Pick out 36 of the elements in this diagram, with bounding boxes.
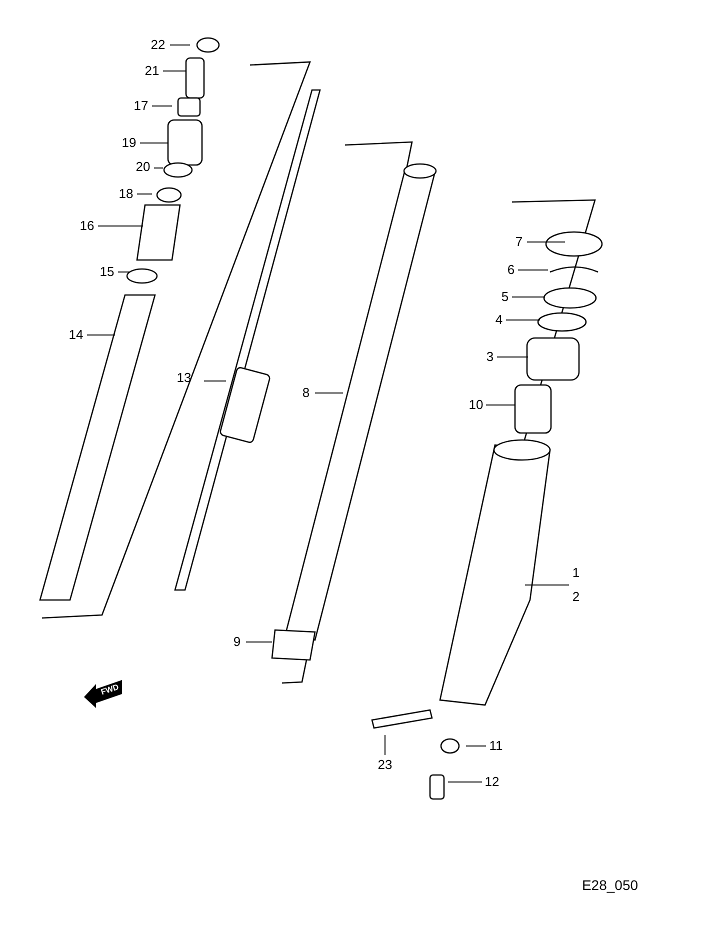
leader-line [204,380,226,382]
callout-number: 13 [176,371,192,385]
callout-number: 11 [489,739,503,753]
callout-number: 7 [515,235,523,249]
drawing-code: E28_050 [582,878,638,892]
callout-number: 20 [136,160,150,174]
leader-line [384,734,386,756]
callout-number: 5 [501,290,509,304]
callout-number: 21 [144,64,160,78]
callout-number: 10 [468,398,484,412]
leader-line [512,296,546,298]
callout-number: 14 [68,328,84,342]
callout-number: 4 [495,313,503,327]
leader-line [162,70,186,72]
callout-number: 17 [134,99,148,113]
leader-line [170,44,190,46]
callout-number: 18 [118,187,134,201]
callout-number: 9 [233,635,241,649]
leader-line [524,584,570,586]
callout-number: 23 [378,758,392,772]
callout-number: 12 [484,775,500,789]
leader-line [496,356,528,358]
callout-number: 2 [572,590,580,604]
leader-line [140,142,168,144]
callout-number: 8 [302,386,310,400]
direction-text: FWD [99,681,121,699]
callout-number: 6 [507,263,515,277]
callout-number: 19 [122,136,136,150]
callout-number: 3 [486,350,494,364]
leader-line [86,334,116,336]
callout-number: 15 [100,265,114,279]
leader-line [314,392,344,394]
leader-line [486,404,516,406]
callout-number: 1 [572,566,580,580]
callout-number: 16 [80,219,94,233]
callout-number: 22 [150,38,166,52]
